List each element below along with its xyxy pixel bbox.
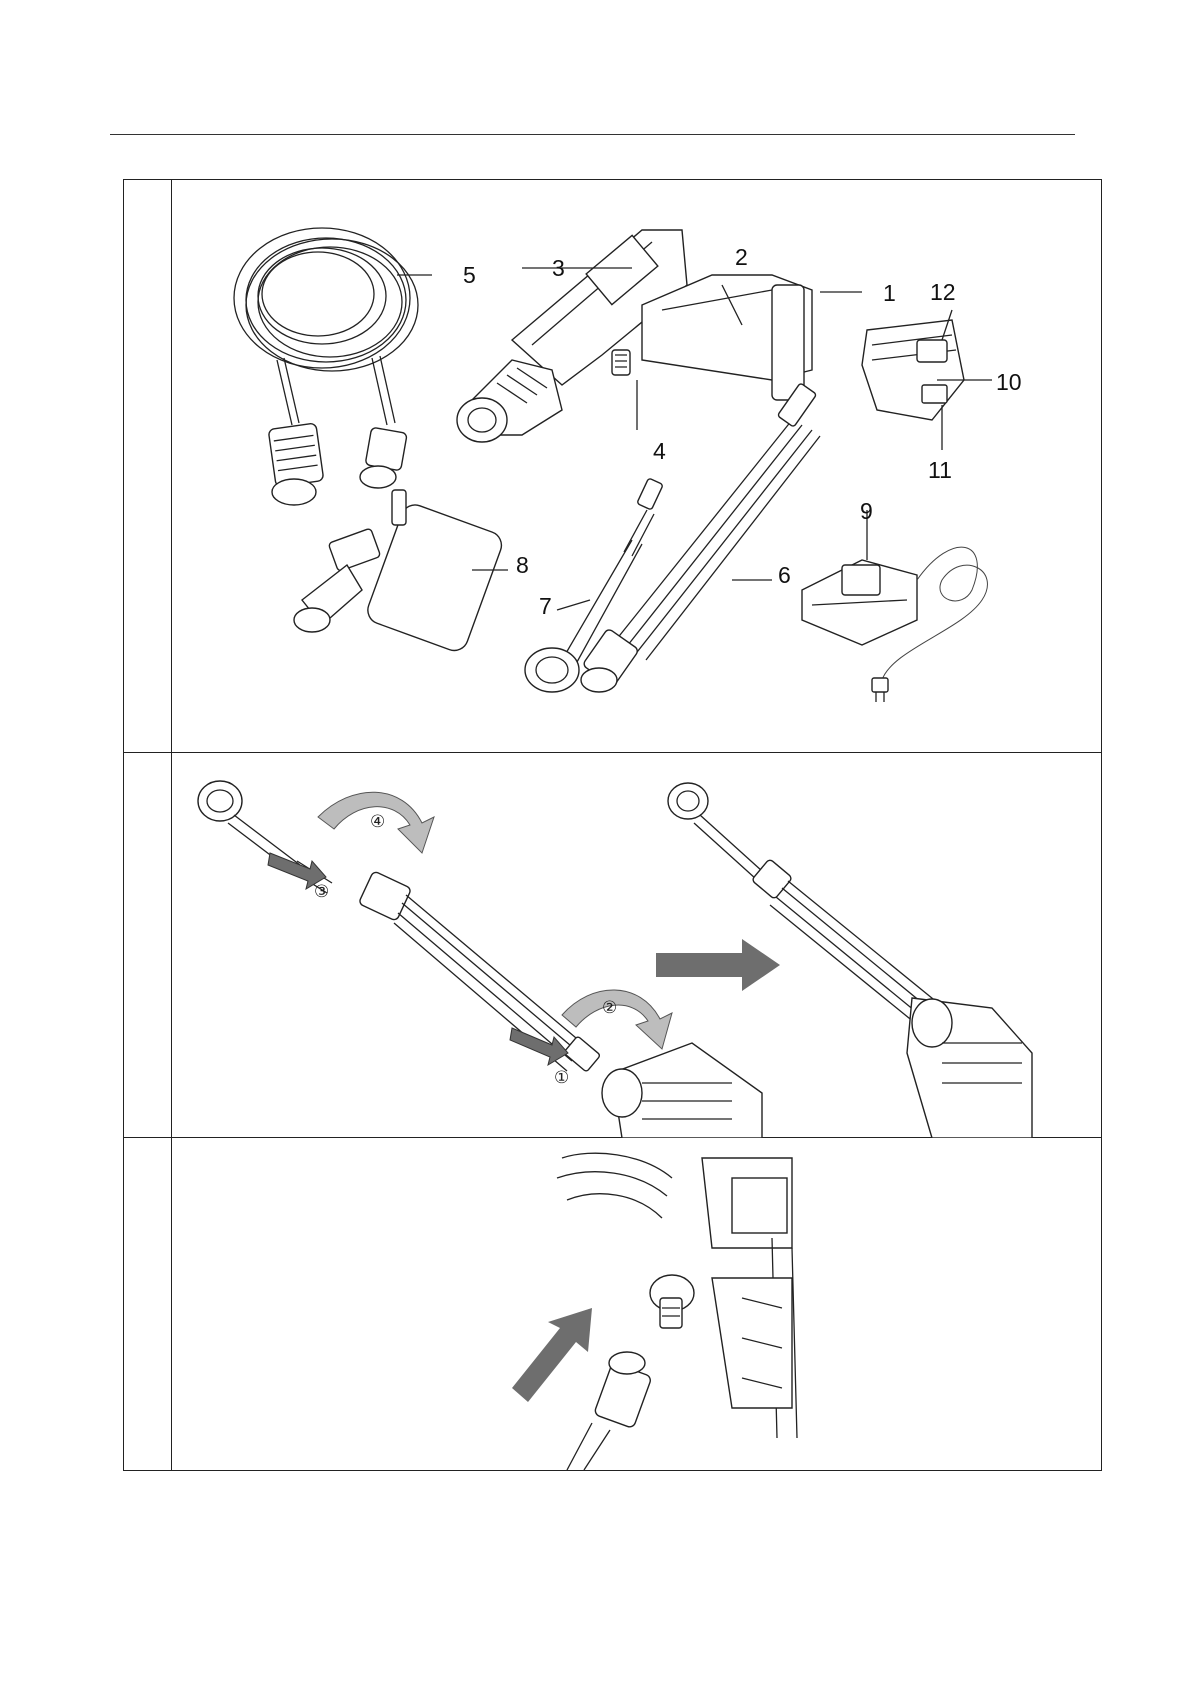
- row-number-cell: [124, 753, 172, 1137]
- result-arrow: [656, 939, 780, 991]
- foam-bottle-drawing: [294, 490, 505, 654]
- step-marker-4: ④: [370, 812, 385, 832]
- hose-connection-figure: [172, 1138, 1101, 1470]
- parts-overview-figure: 1 2 3 4 5 6 7 8 9 10 11 12: [172, 180, 1101, 752]
- part-label-11: 11: [928, 457, 952, 483]
- parts-overview-row: 1 2 3 4 5 6 7 8 9 10 11 12: [124, 180, 1101, 753]
- part-label-12: 12: [930, 279, 956, 305]
- hose-connection-row: [124, 1138, 1101, 1470]
- part-label-7: 7: [539, 593, 552, 619]
- part-label-9: 9: [860, 498, 873, 524]
- part-label-3: 3: [552, 255, 565, 281]
- hose-end-drawing: [567, 1352, 652, 1470]
- part-label-6: 6: [778, 562, 791, 588]
- spray-gun-drawing: [457, 230, 812, 442]
- connect-arrow: [512, 1308, 592, 1402]
- charger-drawing: [802, 547, 987, 702]
- long-lance-drawing: [581, 383, 820, 692]
- step-marker-3: ③: [314, 882, 329, 902]
- part-label-1: 1: [883, 280, 896, 306]
- row-number-cell: [124, 180, 172, 752]
- part-label-8: 8: [516, 552, 529, 578]
- part-label-2: 2: [735, 244, 748, 270]
- step-marker-1: ①: [554, 1068, 569, 1088]
- hose-coil-drawing: [234, 228, 418, 505]
- step-marker-2: ②: [602, 998, 617, 1018]
- header-rule: [110, 134, 1075, 135]
- part-label-4: 4: [653, 438, 666, 464]
- gun-closeup-drawing: [557, 1153, 797, 1438]
- part-label-10: 10: [996, 369, 1022, 395]
- lance-assembly-figure: ④ ③ ② ①: [172, 753, 1101, 1137]
- battery-drawing: [862, 320, 964, 420]
- lance-assembly-row: ④ ③ ② ①: [124, 753, 1101, 1138]
- part-label-5: 5: [463, 262, 476, 288]
- figure-table: 1 2 3 4 5 6 7 8 9 10 11 12: [123, 179, 1102, 1471]
- row-number-cell: [124, 1138, 172, 1470]
